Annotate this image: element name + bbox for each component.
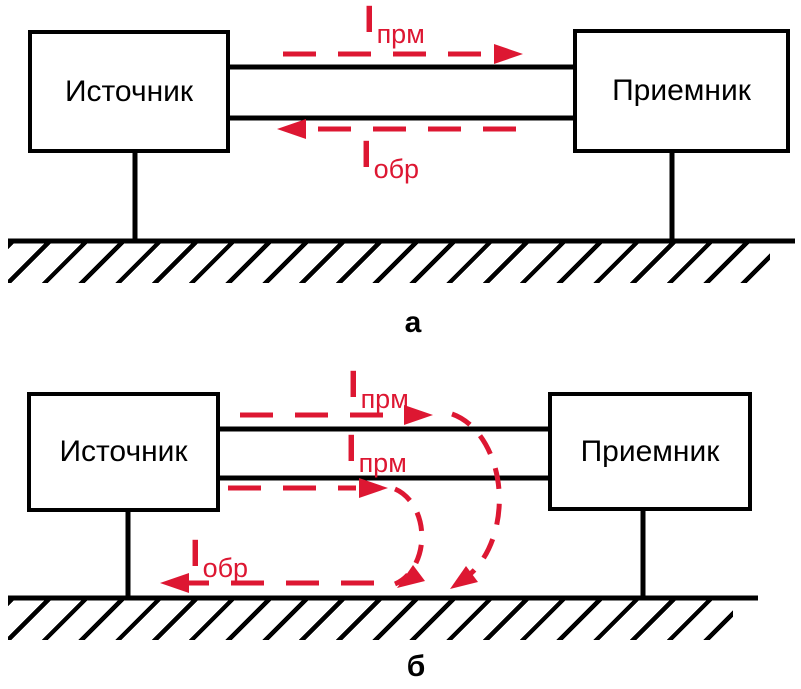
- a-return-current-label: Iобр: [361, 134, 420, 184]
- b-signal-wires: [218, 426, 550, 481]
- b-forward-current-label-bottom: Iпрм: [346, 428, 407, 478]
- a-receiver-box: Приемник: [573, 29, 790, 153]
- b-ground-hatching: [8, 600, 733, 640]
- b-forward-current-arrow-bottom: [228, 478, 388, 498]
- a-source-box: Источник: [28, 30, 230, 153]
- b-receiver-label: Приемник: [580, 434, 720, 468]
- b-ground-return-arrow: [160, 573, 395, 593]
- a-receiver-label: Приемник: [612, 74, 751, 107]
- a-ground-posts: [132, 151, 675, 243]
- b-source-label: Источник: [59, 435, 188, 468]
- b-caption: б: [406, 650, 426, 683]
- a-source-label: Источник: [64, 74, 194, 108]
- a-ground-hatching: [8, 243, 770, 283]
- b-return-current-label: Iобр: [190, 533, 249, 583]
- b-forward-current-arrow-top: [240, 405, 433, 425]
- a-signal-wires: [228, 64, 575, 121]
- b-coupling-arc-large: [450, 411, 502, 589]
- b-coupling-arc-small: [393, 486, 425, 588]
- a-caption: а: [404, 306, 422, 339]
- b-ground-posts: [125, 509, 646, 600]
- b-forward-current-label-top: Iпрм: [348, 364, 409, 414]
- b-receiver-box: Приемник: [548, 392, 752, 511]
- a-return-current-arrow: [277, 119, 538, 139]
- a-forward-current-label: Iпрм: [364, 0, 425, 49]
- b-source-box: Источник: [27, 392, 220, 512]
- a-forward-current-arrow: [283, 44, 523, 64]
